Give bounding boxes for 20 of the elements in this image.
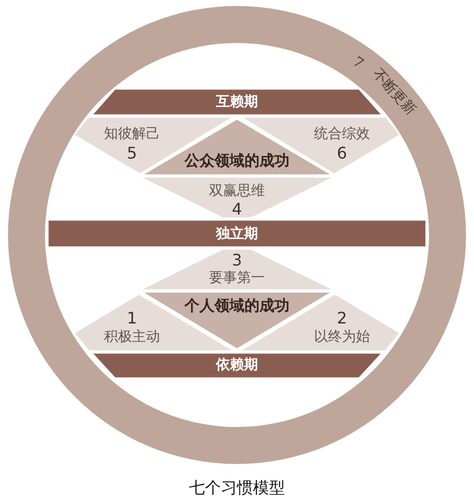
- habit-number: 4: [232, 200, 242, 218]
- stage-label: 独立期: [216, 225, 258, 243]
- habit-number: 5: [126, 144, 138, 162]
- habit-label: 知彼解己: [104, 125, 160, 143]
- habit-label: 积极主动: [104, 328, 160, 346]
- stage-label: 互赖期: [216, 93, 258, 111]
- zone-label: 公众领域的成功: [184, 152, 290, 170]
- habit-number: 2: [336, 308, 348, 328]
- figure-caption: 七个习惯模型: [189, 478, 285, 498]
- zone-label: 个人领域的成功: [184, 296, 290, 316]
- habit-label: 要事第一: [209, 269, 265, 287]
- habit-label: 不断更新: [368, 65, 420, 119]
- habit-label: 以终为始: [314, 328, 370, 346]
- stage-label: 依赖期: [216, 356, 258, 374]
- habit-number: 7: [350, 54, 366, 72]
- habit-label: 双赢思维: [209, 182, 265, 200]
- habit-number: 3: [232, 250, 242, 270]
- habit-number: 1: [126, 308, 138, 328]
- habit-label: 统合综效: [314, 125, 370, 143]
- habit-number: 6: [336, 144, 348, 162]
